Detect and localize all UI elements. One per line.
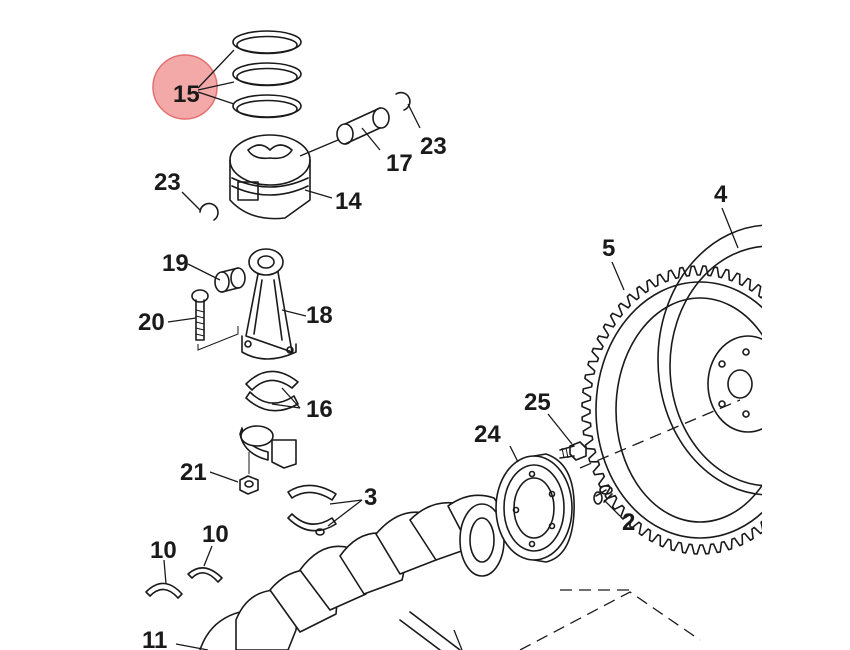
callout-24[interactable]: 24 bbox=[474, 421, 501, 448]
callout-10-right[interactable]: 10 bbox=[202, 521, 229, 548]
crank-plate bbox=[495, 445, 575, 563]
con-rod-bearing-shells bbox=[239, 370, 301, 469]
piston-pin bbox=[336, 107, 390, 151]
callout-15-leaders bbox=[197, 49, 235, 105]
callout-5[interactable]: 5 bbox=[602, 235, 615, 262]
callout-11[interactable]: 11 bbox=[142, 627, 167, 650]
callout-2[interactable]: 2 bbox=[622, 509, 635, 536]
callout-19[interactable]: 19 bbox=[162, 250, 189, 277]
callout-20[interactable]: 20 bbox=[138, 309, 165, 336]
rod-bolt bbox=[167, 289, 239, 351]
callout-25[interactable]: 25 bbox=[524, 389, 551, 416]
rod-nut bbox=[209, 452, 259, 495]
callout-18[interactable]: 18 bbox=[306, 302, 333, 329]
callout-14[interactable]: 14 bbox=[335, 188, 362, 215]
callout-23-top[interactable]: 23 bbox=[420, 133, 447, 160]
piston-rings bbox=[232, 30, 302, 119]
callout-21[interactable]: 21 bbox=[180, 459, 207, 486]
plate-bolt bbox=[547, 413, 587, 461]
callout-3[interactable]: 3 bbox=[364, 484, 377, 511]
callout-17[interactable]: 17 bbox=[386, 150, 413, 177]
connecting-rod bbox=[241, 248, 307, 360]
right-margin bbox=[762, 0, 850, 650]
callout-16[interactable]: 16 bbox=[306, 396, 333, 423]
thrust-washers bbox=[145, 545, 223, 599]
callout-15-highlight[interactable] bbox=[152, 54, 218, 120]
callout-4[interactable]: 4 bbox=[714, 181, 728, 208]
callout-labels: 15 23 17 23 14 4 19 5 20 18 16 25 24 21 … bbox=[138, 81, 728, 650]
callout-15[interactable]: 15 bbox=[173, 81, 200, 108]
small-end-bushing bbox=[187, 263, 246, 293]
main-bearing-shells bbox=[287, 484, 363, 536]
circlip-right bbox=[395, 91, 421, 129]
assembly-center-lines bbox=[519, 399, 741, 650]
callout-23-left[interactable]: 23 bbox=[154, 169, 181, 196]
crankshaft bbox=[175, 494, 505, 650]
circlip-left bbox=[181, 191, 219, 221]
piston bbox=[229, 134, 339, 220]
callout-10-left[interactable]: 10 bbox=[150, 537, 177, 564]
